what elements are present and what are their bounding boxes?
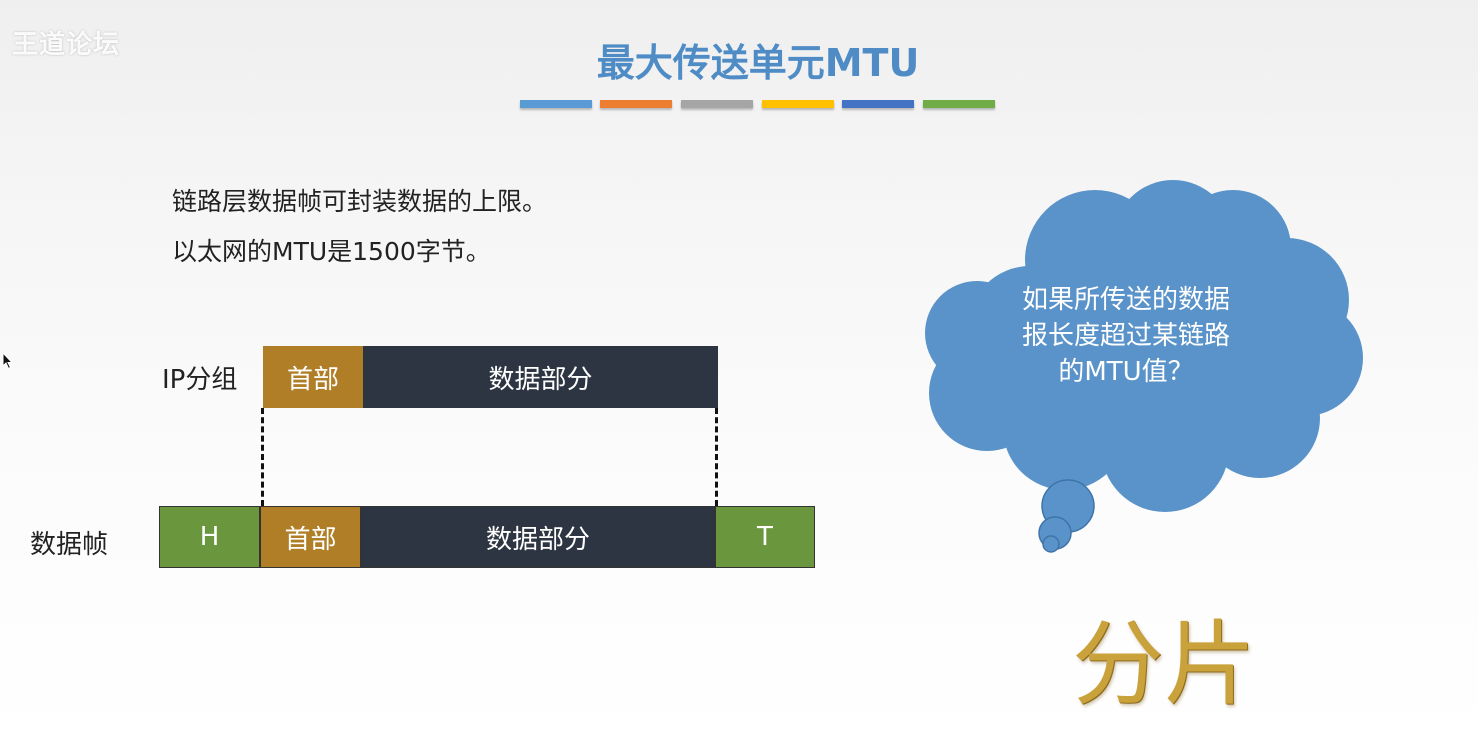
cloud-text-line-2: 报长度超过某链路	[1021, 321, 1230, 351]
cloud-text-line-3: 的MTU值？	[1058, 357, 1194, 387]
frame-head-block: H	[159, 506, 260, 568]
color-bar-6	[923, 100, 995, 108]
color-bar-4	[762, 100, 834, 108]
cloud-question: 如果所传送的数据 报长度超过某链路 的MTU值？	[1000, 282, 1252, 390]
color-bar-5	[842, 100, 914, 108]
color-bar-1	[520, 100, 592, 108]
frame-tail-block: T	[715, 506, 815, 568]
ip-header-block: 首部	[263, 346, 363, 408]
description-line-1: 链路层数据帧可封装数据的上限。	[172, 187, 548, 216]
arrow-cursor-icon	[2, 352, 14, 370]
color-bar-3	[681, 100, 753, 108]
color-bar-2	[600, 100, 672, 108]
frame-header-block: 首部	[260, 506, 361, 568]
dashed-connector-left	[261, 408, 264, 506]
ip-packet-label: IP分组	[162, 365, 238, 395]
watermark-logo: 王道论坛	[12, 30, 121, 60]
ip-data-block: 数据部分	[363, 346, 718, 408]
frame-label: 数据帧	[30, 530, 109, 560]
frame-data-block: 数据部分	[361, 506, 715, 568]
thought-cloud-icon	[925, 180, 1363, 553]
slide-title: 最大传送单元MTU	[596, 41, 920, 85]
dashed-connector-right	[715, 408, 718, 506]
answer-text: 分片	[1072, 611, 1257, 718]
cloud-text-line-1: 如果所传送的数据	[1021, 285, 1230, 315]
description-line-2: 以太网的MTU是1500字节。	[172, 237, 491, 266]
